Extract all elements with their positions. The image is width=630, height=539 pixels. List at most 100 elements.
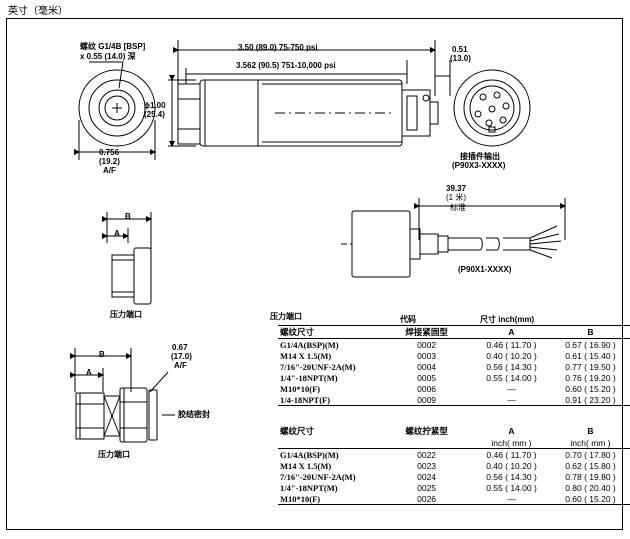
table-cell: 螺纹尺寸 bbox=[280, 426, 315, 436]
table-row: M14 X 1.5(M) 0003 0.40 ( 10.20 ) 0.61 ( … bbox=[278, 350, 630, 361]
table1-col-size: 尺寸 inch(mm) bbox=[480, 315, 535, 324]
port2-af: A/F bbox=[174, 361, 187, 370]
diameter-dim-mm: (25.4) bbox=[144, 110, 165, 119]
table-cell: 螺纹尺寸 bbox=[280, 327, 315, 337]
table1-title: 压力端口 bbox=[270, 312, 302, 321]
table-cell: 0026 bbox=[417, 493, 437, 504]
port1-a-label: A bbox=[114, 229, 120, 238]
table-cell: 0.91 ( 23.20 ) bbox=[565, 394, 616, 405]
table-cell: 0024 bbox=[417, 471, 437, 482]
table-cell: 0004 bbox=[417, 361, 437, 372]
table-cell: 0.80 ( 20.40 ) bbox=[565, 482, 616, 493]
end-view-port bbox=[74, 61, 156, 160]
port2-af-dim-mm: (17.0) bbox=[171, 352, 192, 361]
table-cell: 0.46 ( 11.70 ) bbox=[472, 448, 551, 460]
page-title: 英寸（毫米） bbox=[8, 6, 68, 17]
table-row: M10*10(F) 0026 — 0.60 ( 15.20 ) bbox=[278, 493, 630, 505]
table-cell: 0.67 ( 16.90 ) bbox=[550, 338, 630, 350]
table-row: M14 X 1.5(M) 0023 0.40 ( 10.20 ) 0.62 ( … bbox=[278, 460, 630, 471]
diameter-dim: ϕ1.00 bbox=[144, 101, 166, 110]
table-cell: 0.61 ( 15.40 ) bbox=[565, 350, 616, 361]
hex-dim: 0.756 bbox=[99, 148, 120, 157]
cable-length-m: (1 米) bbox=[446, 193, 466, 202]
drawing-frame bbox=[6, 18, 623, 530]
table-cell: 0.76 ( 19.20 ) bbox=[565, 372, 616, 383]
table-cell: 0.55 ( 14.00 ) bbox=[486, 482, 537, 493]
table-cell: A bbox=[508, 426, 515, 436]
thread-label: 螺纹 G1/4B [BSP] bbox=[80, 42, 146, 51]
table-cell: — bbox=[507, 394, 516, 405]
table-cell: M14 X 1.5(M) bbox=[280, 350, 332, 361]
table-row: 1/4-18NPT(F) 0009 — 0.91 ( 23.20 ) bbox=[278, 394, 630, 406]
table-cell: 0.62 ( 15.80 ) bbox=[565, 460, 616, 471]
cable-length-dim: 39.37 bbox=[446, 184, 467, 193]
connector-len-dim-mm: (13.0) bbox=[450, 54, 471, 63]
table-cell: M10*10(F) bbox=[280, 493, 321, 504]
table-cell: 0005 bbox=[417, 372, 437, 383]
table-cell: 0.70 ( 17.80 ) bbox=[550, 448, 630, 460]
table-cell: M14 X 1.5(M) bbox=[280, 460, 332, 471]
table-cell: 螺纹拧紧型 bbox=[405, 426, 448, 436]
table-cell: 1/4"-18NPT(M) bbox=[280, 372, 338, 383]
length-dim-1: 3.50 (89.0) 75-750 psi bbox=[238, 43, 318, 52]
table-cell: 0025 bbox=[417, 482, 437, 493]
connector-len-dim: 0.51 bbox=[452, 45, 468, 54]
table2: 螺纹尺寸 螺纹拧紧型 A B inch( mm ) inch( mm ) G1/… bbox=[278, 425, 630, 505]
table-cell: inch( mm ) bbox=[570, 437, 611, 448]
table-cell: B bbox=[587, 327, 594, 337]
port1-caption: 压力端口 bbox=[110, 310, 142, 319]
table-row: 螺纹尺寸 焊接紧固型 A B bbox=[278, 326, 630, 339]
table-cell: 0.77 ( 19.50 ) bbox=[565, 361, 616, 372]
table-row: M10*10(F) 0006 — 0.60 ( 15.20 ) bbox=[278, 383, 630, 394]
table-cell: A bbox=[508, 327, 515, 337]
table-cell: 0.78 ( 19.80 ) bbox=[565, 471, 616, 482]
table-cell: G1/4A(BSP)(M) bbox=[278, 448, 382, 460]
table-cell: — bbox=[507, 493, 516, 504]
table-cell: 0.40 ( 10.20 ) bbox=[486, 460, 537, 471]
table-cell: 焊接紧固型 bbox=[405, 327, 448, 337]
table-row: G1/4A(BSP)(M) 0002 0.46 ( 11.70 ) 0.67 (… bbox=[278, 338, 630, 350]
pressure-port-weld-view bbox=[102, 212, 152, 305]
seal-label: 胶结密封 bbox=[178, 410, 210, 419]
table-cell: 0006 bbox=[417, 383, 437, 394]
table-cell: M10*10(F) bbox=[280, 383, 321, 394]
table-row: 1/4"-18NPT(M) 0005 0.55 ( 14.00 ) 0.76 (… bbox=[278, 372, 630, 383]
hex-af: A/F bbox=[103, 166, 116, 175]
table-cell: 0022 bbox=[381, 448, 473, 460]
table-cell: 0.46 ( 11.70 ) bbox=[472, 338, 551, 350]
table-cell: — bbox=[507, 383, 516, 394]
table-cell: 1/4"-18NPT(M) bbox=[280, 482, 338, 493]
hex-dim-mm: (19.2) bbox=[99, 157, 120, 166]
table1: 螺纹尺寸 焊接紧固型 A B G1/4A(BSP)(M) 0002 0.46 (… bbox=[278, 325, 630, 406]
pressure-port-thread-view bbox=[70, 348, 175, 443]
table-row: 螺纹尺寸 螺纹拧紧型 A B bbox=[278, 425, 630, 437]
port2-a-label: A bbox=[86, 368, 92, 377]
table-row: 7/16"-20UNF-2A(M) 0004 0.56 ( 14.30 ) 0.… bbox=[278, 361, 630, 372]
table1-col-code: 代码 bbox=[400, 315, 416, 324]
table-cell: B bbox=[587, 426, 594, 436]
table-row: inch( mm ) inch( mm ) bbox=[278, 437, 630, 449]
length-dim-2: 3.562 (90.5) 751-10,000 psi bbox=[236, 61, 336, 70]
table-row: 1/4"-18NPT(M) 0025 0.55 ( 14.00 ) 0.80 (… bbox=[278, 482, 630, 493]
port2-b-label: B bbox=[99, 350, 105, 359]
cable-version-view bbox=[341, 198, 566, 278]
table-cell: 0.55 ( 14.00 ) bbox=[486, 372, 537, 383]
table-row: 7/16"-20UNF-2A(M) 0024 0.56 ( 14.30 ) 0.… bbox=[278, 471, 630, 482]
table-row: G1/4A(BSP)(M) 0022 0.46 ( 11.70 ) 0.70 (… bbox=[278, 448, 630, 460]
table-cell: 0.60 ( 15.20 ) bbox=[565, 383, 616, 394]
end-view-connector bbox=[453, 69, 531, 147]
port2-caption: 压力端口 bbox=[98, 450, 130, 459]
table-cell: 0.56 ( 14.30 ) bbox=[486, 361, 537, 372]
table-cell: 0.60 ( 15.20 ) bbox=[565, 493, 616, 504]
sensor-side-view bbox=[168, 40, 451, 147]
table-cell: 0003 bbox=[417, 350, 437, 361]
connector-label: 接插件输出 bbox=[460, 152, 500, 161]
cable-model: (P90X1-XXXX) bbox=[458, 265, 512, 274]
table-cell: 1/4-18NPT(F) bbox=[280, 394, 331, 405]
table-cell: G1/4A(BSP)(M) bbox=[278, 338, 382, 350]
cable-length-std: 标准 bbox=[450, 203, 466, 212]
table-cell: inch( mm ) bbox=[491, 437, 532, 448]
table-cell: 0.40 ( 10.20 ) bbox=[486, 350, 537, 361]
table-cell: 0009 bbox=[417, 394, 437, 405]
